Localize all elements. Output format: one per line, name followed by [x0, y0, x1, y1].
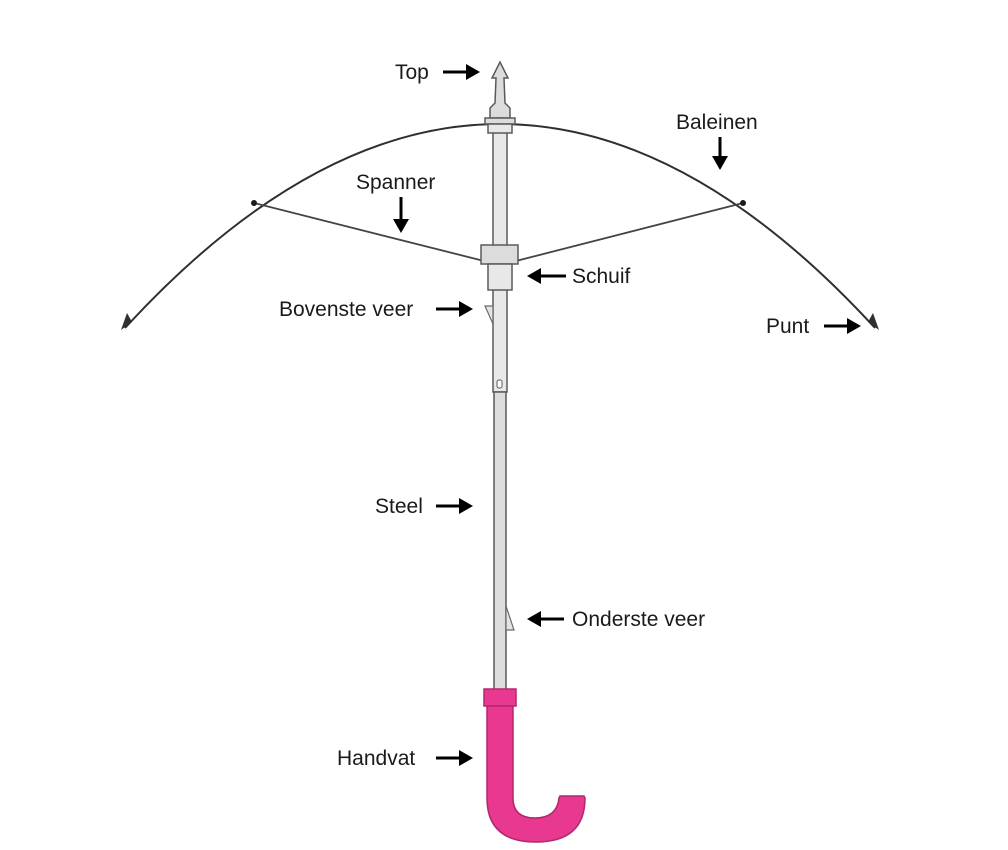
arrow-onderste-veer: [527, 611, 564, 627]
rib-tip-right: [868, 313, 879, 330]
arrow-spanner: [393, 197, 409, 233]
handle-hook: [486, 705, 586, 843]
shaft-lower: [493, 391, 507, 693]
runner-body: [487, 263, 513, 291]
label-baleinen: Baleinen: [676, 111, 758, 134]
label-bovenste-veer: Bovenste veer: [279, 298, 413, 321]
stretcher-right: [511, 202, 744, 263]
arrow-handvat: [436, 750, 473, 766]
label-handvat: Handvat: [337, 747, 415, 770]
label-steel: Steel: [375, 495, 423, 518]
top-spring: [484, 305, 494, 325]
handle-collar: [483, 688, 517, 707]
shaft-button: [496, 379, 503, 389]
runner: [480, 244, 519, 265]
top-notch-ring-lower: [487, 123, 513, 134]
label-punt: Punt: [766, 315, 809, 338]
arrow-schuif: [527, 268, 566, 284]
arrow-punt: [824, 318, 861, 334]
label-onderste-veer: Onderste veer: [572, 608, 705, 631]
arrow-bovenste-veer: [436, 301, 473, 317]
stretcher-left: [253, 202, 489, 263]
rib-joint-right: [740, 200, 746, 206]
label-top: Top: [395, 61, 429, 84]
top-notch-ring: [484, 117, 516, 125]
top-ferrule: [489, 60, 511, 119]
rib-joint-left: [251, 200, 257, 206]
arrow-top: [443, 64, 480, 80]
rib-tip-left: [121, 313, 132, 330]
bottom-spring: [505, 605, 515, 631]
arrow-steel: [436, 498, 473, 514]
label-spanner: Spanner: [356, 171, 435, 194]
arrow-baleinen: [712, 137, 728, 170]
label-schuif: Schuif: [572, 265, 631, 288]
